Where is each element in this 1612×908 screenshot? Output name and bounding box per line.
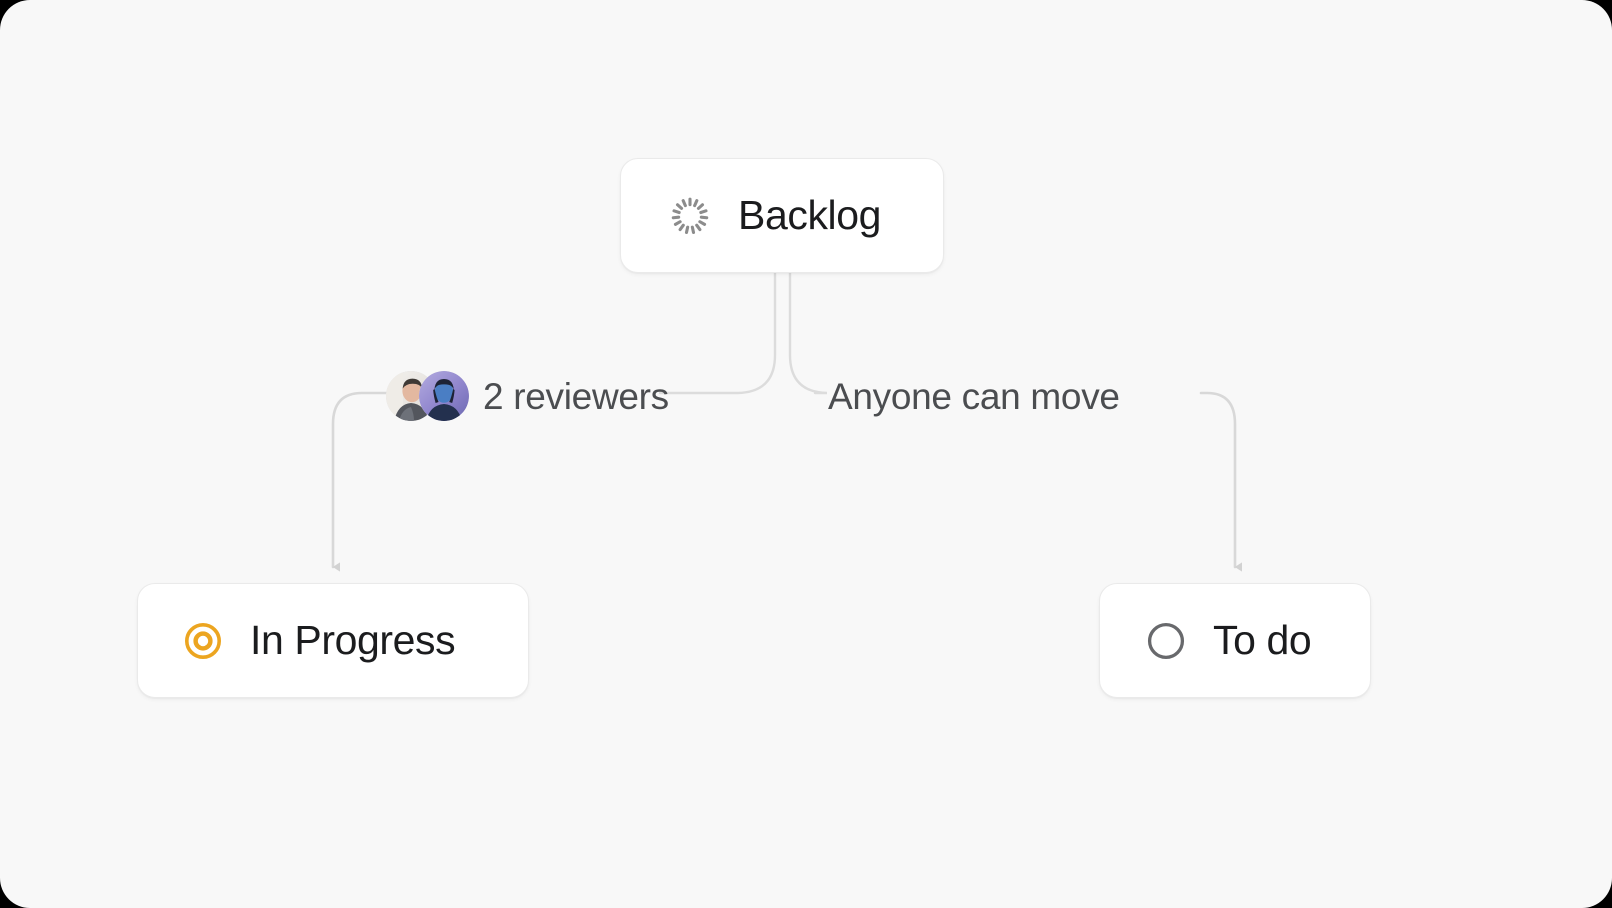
node-to-do-label: To do xyxy=(1213,617,1312,663)
edge-reviewers-to-in-progress xyxy=(331,391,394,572)
edge-anyone-to-to-do xyxy=(1199,391,1242,572)
edge-backlog-to-to-do xyxy=(788,271,828,395)
reviewer-avatar-stack[interactable] xyxy=(386,370,469,422)
edge-backlog-to-in-progress xyxy=(658,271,777,395)
edge-label-reviewers[interactable]: 2 reviewers xyxy=(386,370,669,422)
in-progress-circle-icon xyxy=(182,620,224,662)
node-in-progress[interactable]: In Progress xyxy=(137,583,529,698)
node-in-progress-label: In Progress xyxy=(250,617,456,663)
edge-label-reviewers-text: 2 reviewers xyxy=(483,375,669,417)
edge-label-anyone-can-move[interactable]: Anyone can move xyxy=(828,373,1120,419)
node-backlog[interactable]: Backlog xyxy=(620,158,944,273)
node-backlog-label: Backlog xyxy=(738,192,882,238)
empty-circle-icon xyxy=(1145,620,1187,662)
avatar[interactable] xyxy=(386,371,436,421)
node-to-do[interactable]: To do xyxy=(1099,583,1371,698)
edge-label-anyone-can-move-text: Anyone can move xyxy=(828,375,1120,417)
dashed-circle-icon xyxy=(669,195,711,237)
avatar[interactable] xyxy=(419,371,469,421)
